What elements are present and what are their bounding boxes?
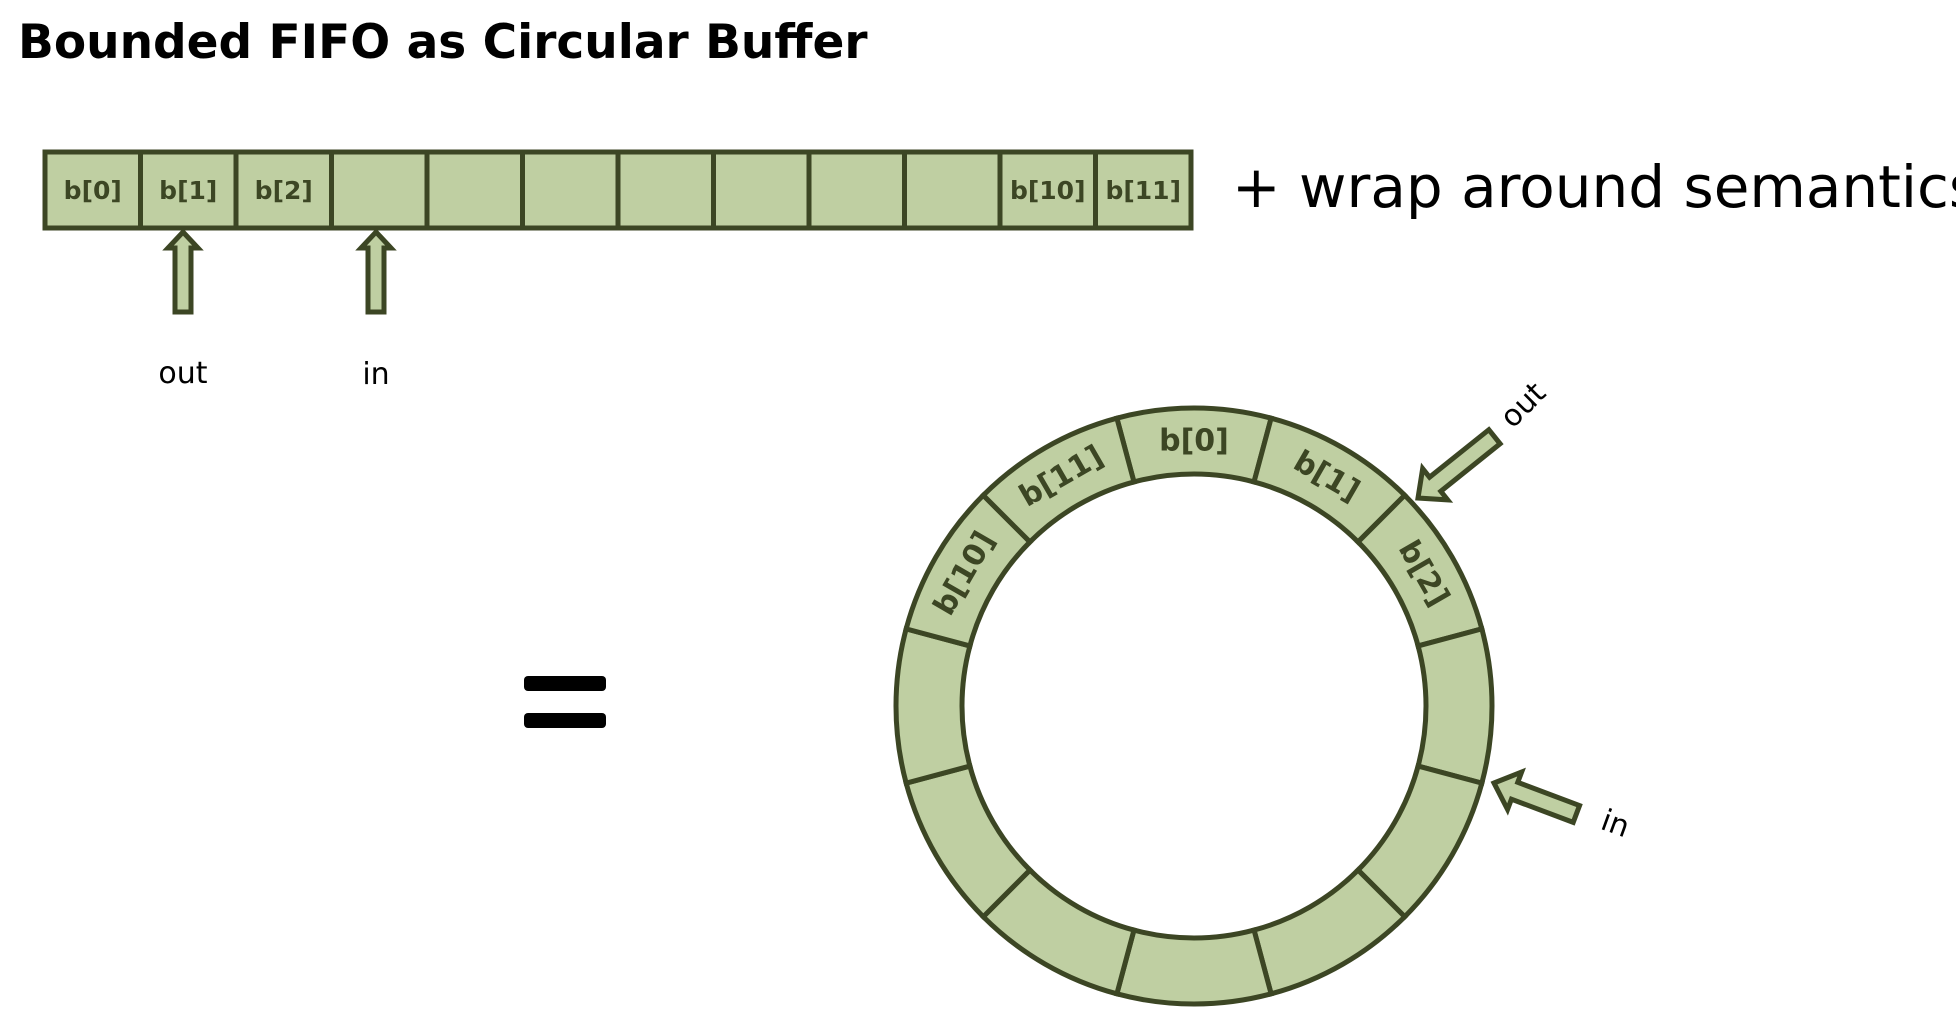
buffer-cell-label: b[1]	[159, 176, 217, 205]
linear-pointers: out in	[158, 228, 397, 392]
buffer-cell	[233, 149, 334, 231]
buffer-cell	[1093, 149, 1194, 231]
buffer-cell	[902, 149, 1003, 231]
ring-segment	[979, 415, 1138, 546]
equals-sign	[524, 676, 606, 728]
out-pointer-arrow	[162, 228, 204, 315]
ring-out-pointer-arrow	[1415, 426, 1504, 503]
ring-out-pointer-label: out	[1494, 375, 1554, 435]
page-title: Bounded FIFO as Circular Buffer	[18, 15, 868, 70]
buffer-cell	[615, 149, 716, 231]
buffer-cell	[329, 149, 430, 231]
ring-segment-label: b[0]	[1159, 424, 1229, 459]
buffer-cell	[424, 149, 525, 231]
ring-segment	[893, 625, 973, 787]
ring-in-pointer-label: in	[1596, 803, 1634, 845]
in-pointer-arrow	[355, 228, 397, 315]
buffer-cell-label: b[0]	[64, 176, 122, 205]
buffer-cell	[711, 149, 812, 231]
buffer-cell-label: b[11]	[1105, 176, 1181, 205]
ring-segment	[1415, 625, 1495, 787]
buffer-cell	[42, 149, 143, 231]
linear-buffer: b[0] b[1] b[2] b[10] b[11]	[42, 149, 1194, 231]
out-pointer-label: out	[158, 356, 207, 391]
buffer-cell	[520, 149, 621, 231]
buffer-cell	[806, 149, 907, 231]
buffer-cell-label: b[2]	[255, 176, 313, 205]
wrap-around-note: + wrap around semantics	[1232, 153, 1956, 221]
buffer-cell	[138, 149, 239, 231]
in-pointer-label: in	[362, 357, 389, 392]
circular-buffer: b[0]b[1]b[2]b[10]b[11]	[893, 405, 1495, 1007]
ring-in-pointer-arrow	[1490, 767, 1583, 826]
buffer-cell-label: b[10]	[1010, 176, 1086, 205]
ring-segment	[1113, 927, 1275, 1007]
